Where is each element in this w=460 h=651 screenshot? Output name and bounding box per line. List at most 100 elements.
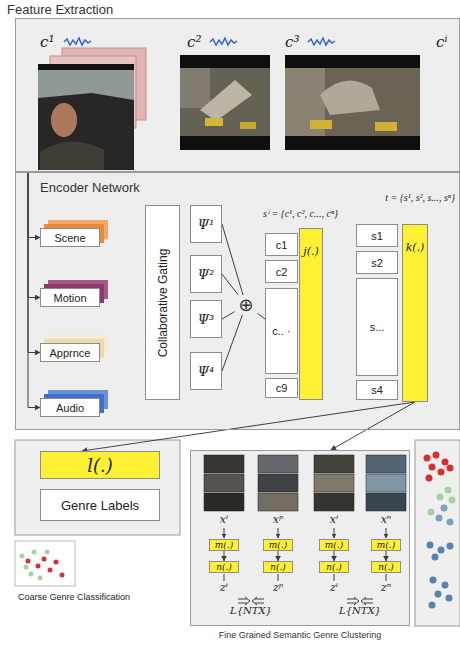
cluster-dot xyxy=(432,554,439,561)
node-text: ⊕ xyxy=(238,296,253,314)
feature-box: Motion xyxy=(40,288,100,307)
math-label: c¹ xyxy=(40,33,54,51)
cluster-dot xyxy=(36,564,41,569)
node-text: Audio xyxy=(56,402,84,414)
node-text: s1 xyxy=(371,230,383,242)
scene-box: s... xyxy=(356,278,398,376)
feature-panel: Feature Extraction xyxy=(15,18,460,172)
cluster-dot xyxy=(429,602,436,609)
cluster-dot xyxy=(447,543,454,550)
clustering-panel: m(.)m(.)m(.)m(.)n(.)n(.)n(.)n(.)Fine Gra… xyxy=(190,450,410,626)
node-text: m(.) xyxy=(325,541,343,550)
math-label: xⁱ xyxy=(220,513,228,526)
cluster-dot xyxy=(436,515,443,522)
node-text: m(.) xyxy=(215,541,233,550)
node-text: n(.) xyxy=(326,563,342,572)
node-text: Ψ⁴ xyxy=(198,364,215,379)
projection-box: m(.) xyxy=(371,539,401,551)
projection-box: n(.) xyxy=(371,561,401,573)
cluster-dot xyxy=(429,464,436,471)
math-label: xᵖ xyxy=(273,513,284,526)
loss-label: L{NTX} xyxy=(230,605,272,616)
node-text: Scene xyxy=(54,232,85,244)
projection-box: Ψ² xyxy=(190,255,222,293)
cluster-dot xyxy=(449,497,456,504)
node-text: Motion xyxy=(53,292,86,304)
projection-box: Ψ¹ xyxy=(190,205,222,243)
node-text: c.. · xyxy=(272,325,290,337)
cluster-dot xyxy=(435,591,442,598)
math-label: zⁿ xyxy=(381,581,391,594)
cluster-dot xyxy=(426,475,433,482)
node-text: c9 xyxy=(276,382,288,394)
projection-box: n(.) xyxy=(263,561,293,573)
node-text: c2 xyxy=(276,266,288,278)
math-label: zⁱ xyxy=(330,581,338,594)
math-label: zⁱ xyxy=(220,581,228,594)
cluster-dot xyxy=(438,469,445,476)
node-text: Genre Labels xyxy=(61,498,139,513)
cluster-dot xyxy=(442,582,449,589)
feature-box: Scene xyxy=(40,228,100,247)
node-text: m(.) xyxy=(377,541,395,550)
node-text: n(.) xyxy=(378,563,394,572)
node-text: l(.) xyxy=(87,455,113,476)
node-text: j(.) xyxy=(303,245,319,258)
math-label: c² xyxy=(187,33,201,51)
scene-box: s4 xyxy=(356,380,398,400)
cluster-dot xyxy=(29,572,34,577)
math-label: xⁿ xyxy=(381,513,392,526)
node-text: Ψ¹ xyxy=(198,217,215,232)
cluster-panel xyxy=(415,440,460,626)
node-text: Feature Extraction xyxy=(7,2,113,17)
clip-box: c2 xyxy=(265,260,298,283)
function-bar: k(.) xyxy=(402,224,429,402)
node-text: m(.) xyxy=(269,541,287,550)
projection-box: Ψ³ xyxy=(190,300,222,338)
math-label: xⁱ xyxy=(330,513,338,526)
node-text: Ψ³ xyxy=(198,312,215,327)
node-text: n(.) xyxy=(216,563,232,572)
projection-box: Ψ⁴ xyxy=(190,352,222,390)
gating-box: Collaborative Gating xyxy=(145,205,180,400)
clip-box: c.. · xyxy=(265,288,298,374)
node-text: s2 xyxy=(371,257,383,269)
cluster-dot xyxy=(445,487,452,494)
projection-box: n(.) xyxy=(209,561,239,573)
cluster-dot xyxy=(54,560,59,565)
feature-box: Apprnce xyxy=(40,343,100,362)
math-label: zᵖ xyxy=(273,581,283,594)
cluster-dot xyxy=(430,577,437,584)
cluster-dot xyxy=(42,557,47,562)
projection-box: m(.) xyxy=(209,539,239,551)
caption: Coarse Genre Classification xyxy=(18,592,130,602)
cluster-dot xyxy=(447,465,454,472)
cluster-dot xyxy=(20,554,25,559)
cluster-dot xyxy=(38,576,43,581)
math-label: c³ xyxy=(285,33,299,51)
cluster-dot xyxy=(32,550,37,555)
feature-box: Audio xyxy=(40,398,100,417)
node-text: n(.) xyxy=(270,563,286,572)
node-text: Apprnce xyxy=(50,347,91,359)
node-text: k(.) xyxy=(406,241,425,254)
math-label: cⁱ xyxy=(436,33,447,51)
projection-box: n(.) xyxy=(319,561,349,573)
node-text: Fine Grained Semantic Genre Clustering xyxy=(219,630,382,640)
cluster-dot xyxy=(427,542,434,549)
node-text: Ψ² xyxy=(198,267,215,282)
cluster-dot xyxy=(24,565,29,570)
classification-panel xyxy=(15,440,180,535)
projection-box: m(.) xyxy=(319,539,349,551)
projection-box: m(.) xyxy=(263,539,293,551)
node-text: Encoder Network xyxy=(40,180,140,195)
cluster-dot xyxy=(26,559,31,564)
node-text: c1 xyxy=(276,239,288,251)
cluster-dot xyxy=(442,459,449,466)
scene-box: s1 xyxy=(356,224,398,247)
function-bar: j(.) xyxy=(299,228,323,400)
sum-symbol: ⊕ xyxy=(234,295,257,315)
loss-label: L{NTX} xyxy=(339,605,381,616)
cluster-dot xyxy=(45,550,50,555)
